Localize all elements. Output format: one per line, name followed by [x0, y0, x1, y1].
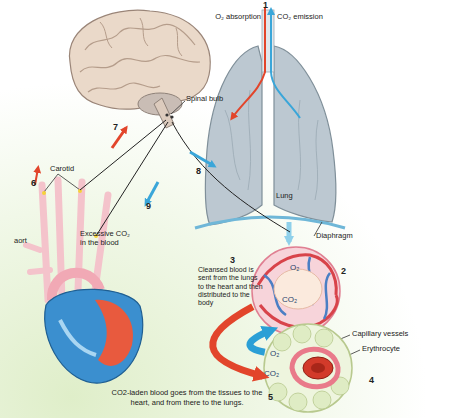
alveolus-sac	[274, 269, 322, 309]
nerve-line	[172, 122, 290, 232]
erythrocyte-core	[311, 363, 325, 373]
heart-chamber	[95, 300, 133, 366]
flow-arrow	[287, 222, 292, 242]
flow-arrow	[146, 182, 158, 204]
note-text: Excessive CO₂ in the blood	[80, 229, 135, 247]
process-label: O₂ absorption	[200, 13, 261, 22]
heart-vessel	[60, 320, 96, 355]
callout-number: 7	[113, 122, 118, 132]
part-label: aort	[14, 237, 27, 246]
tissue-cell	[273, 333, 291, 351]
oxygenated-flow-arrow	[213, 307, 263, 376]
trachea	[262, 10, 274, 72]
callout-number: 4	[369, 375, 374, 385]
spinal-bulb-dot	[165, 113, 168, 116]
callout-number: 8	[196, 166, 201, 176]
callout-number: 6	[31, 178, 36, 188]
note-text: Cleansed blood is sent from the lungs to…	[198, 266, 264, 307]
caption: CO2-laden blood goes from the tissues to…	[104, 388, 270, 408]
callout-number: 1	[263, 0, 268, 10]
leader-line	[58, 174, 80, 190]
brain	[69, 10, 210, 128]
nerve-line	[80, 120, 166, 190]
flow-arrow	[190, 152, 214, 166]
capillary-vessel	[292, 349, 338, 387]
part-label: Diaphragm	[316, 232, 353, 241]
gas-label: O₂	[290, 263, 299, 272]
callout-number: 3	[230, 255, 235, 265]
tissue-node: O₂ CO₂	[262, 322, 354, 414]
oxygen-arrow	[232, 8, 265, 118]
left-lung	[205, 46, 262, 225]
gyrus-line	[80, 56, 200, 72]
alveolus-node: O₂ CO₂	[250, 245, 342, 337]
gas-label: CO₂	[282, 295, 297, 304]
callout-number: 2	[341, 266, 346, 276]
spinal-bulb-dot	[170, 115, 173, 118]
tissue-cell	[269, 383, 287, 401]
gyrus-line	[85, 24, 195, 50]
tissue-cell	[289, 393, 307, 411]
part-label: Carotid	[50, 165, 74, 174]
nerve-line	[96, 122, 168, 236]
brainstem	[154, 98, 174, 128]
node-outline	[250, 245, 342, 337]
lungs	[195, 8, 345, 242]
alveolus-circle	[252, 247, 340, 335]
tissue-circle	[264, 324, 352, 412]
callout-number: 5	[268, 392, 273, 402]
part-label: Capillary vessels	[352, 330, 408, 339]
process-label: CO₂ emission	[277, 13, 323, 22]
right-lung	[274, 46, 336, 222]
node-outline	[262, 322, 354, 414]
gyrus-line	[100, 18, 182, 56]
tissue-cell	[293, 325, 311, 343]
heart	[26, 168, 143, 383]
gyrus-line	[88, 83, 160, 92]
callout-number: 9	[146, 201, 151, 211]
part-label: Erythrocyte	[362, 345, 400, 354]
capillary-net	[264, 257, 330, 319]
tissue-cell	[313, 391, 331, 409]
nerve-paths	[80, 120, 290, 236]
lung-texture	[225, 90, 318, 200]
leader-line	[44, 174, 58, 192]
carbon-dioxide-arrow	[271, 10, 300, 118]
part-label: Lung	[276, 192, 293, 201]
gas-label: CO₂	[264, 369, 279, 378]
gas-label: O₂	[270, 349, 279, 358]
erythrocyte	[303, 357, 333, 379]
capillary-net	[258, 255, 337, 328]
leader-line	[171, 101, 185, 114]
tissue-cell	[315, 329, 333, 347]
aorta-branch	[26, 245, 50, 272]
heart-body	[45, 289, 143, 383]
diaphragm	[195, 217, 345, 228]
sensor-dot	[42, 191, 46, 195]
part-label: Spinal bulb	[186, 95, 223, 104]
